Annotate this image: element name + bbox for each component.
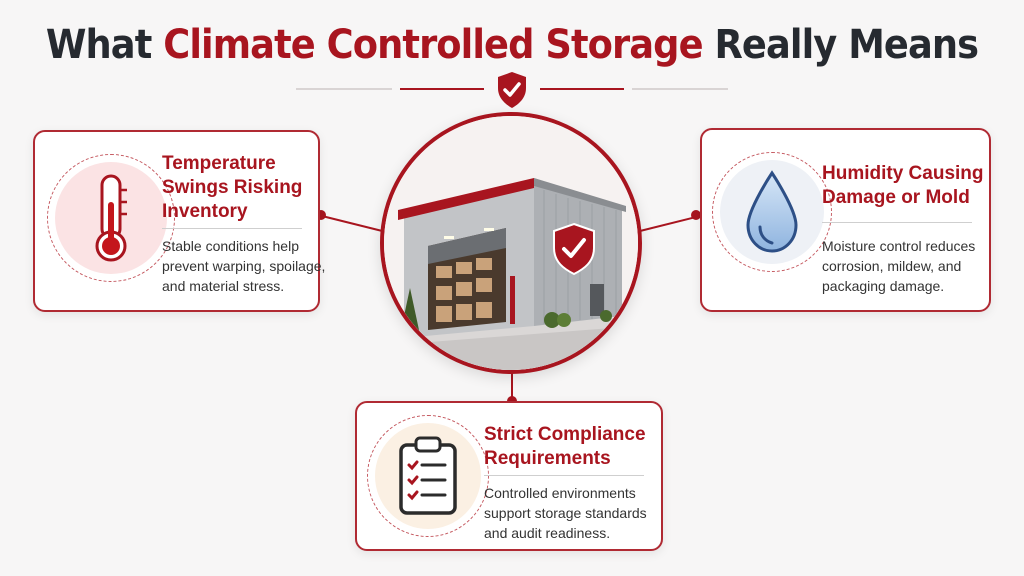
compliance-card: Strict Compliance Requirements Controlle… (355, 401, 663, 551)
temperature-icon-disc (47, 154, 175, 282)
compliance-description: Controlled environments support storage … (484, 483, 660, 543)
title-rule-left-accent (400, 88, 484, 90)
connector-left (321, 215, 385, 233)
temperature-desc-line1: Stable conditions help (162, 238, 299, 254)
connector-bottom (511, 372, 513, 402)
humidity-title-line2: Damage or Mold (822, 187, 970, 208)
connector-right-dot (691, 210, 701, 220)
compliance-title-line1: Strict Compliance (484, 424, 646, 445)
connector-left-dot (316, 210, 326, 220)
title-accent: Climate Controlled Storage (163, 22, 703, 68)
humidity-desc-line2: corrosion, mildew, and (822, 258, 962, 274)
humidity-desc-line1: Moisture control reduces (822, 238, 976, 254)
temperature-divider (162, 228, 302, 229)
compliance-icon-disc (367, 415, 489, 537)
temperature-title-line1: Temperature (162, 153, 276, 174)
compliance-desc-line3: and audit readiness. (484, 525, 611, 541)
compliance-divider (484, 475, 644, 476)
title-suffix: Really Means (702, 22, 980, 68)
shield-check-icon (498, 72, 526, 108)
temperature-desc-line2: prevent warping, spoilage, (162, 258, 326, 274)
clipboard-checklist-icon (399, 436, 457, 515)
humidity-divider (822, 222, 972, 223)
title-prefix: What (45, 22, 164, 68)
compliance-desc-line1: Controlled environments (484, 485, 636, 501)
water-drop-icon (746, 170, 798, 253)
temperature-card: Temperature Swings Risking Inventory Sta… (33, 130, 326, 312)
temperature-description: Stable conditions help prevent warping, … (162, 236, 326, 296)
humidity-description: Moisture control reduces corrosion, mild… (822, 236, 987, 296)
humidity-desc-line3: packaging damage. (822, 278, 945, 294)
title-rule-right-accent (540, 88, 624, 90)
page-title: What Climate Controlled Storage Really M… (41, 22, 983, 68)
compliance-title-line2: Requirements (484, 448, 611, 469)
humidity-card: Humidity Causing Damage or Mold Moisture… (700, 128, 991, 312)
thermometer-icon (95, 174, 127, 262)
temperature-title: Temperature Swings Risking Inventory (162, 152, 312, 224)
humidity-icon-disc (712, 152, 832, 272)
temperature-title-line3: Inventory (162, 201, 248, 222)
storage-warehouse-illustration (384, 116, 638, 370)
humidity-title: Humidity Causing Damage or Mold (822, 162, 987, 210)
compliance-desc-line2: support storage standards (484, 505, 647, 521)
temperature-title-line2: Swings Risking (162, 177, 303, 198)
compliance-title: Strict Compliance Requirements (484, 423, 660, 471)
temperature-desc-line3: and material stress. (162, 278, 285, 294)
title-rule-left (296, 88, 392, 90)
title-rule-right (632, 88, 728, 90)
humidity-title-line1: Humidity Causing (822, 163, 984, 184)
center-illustration-frame (380, 112, 642, 374)
connector-right (639, 216, 695, 232)
